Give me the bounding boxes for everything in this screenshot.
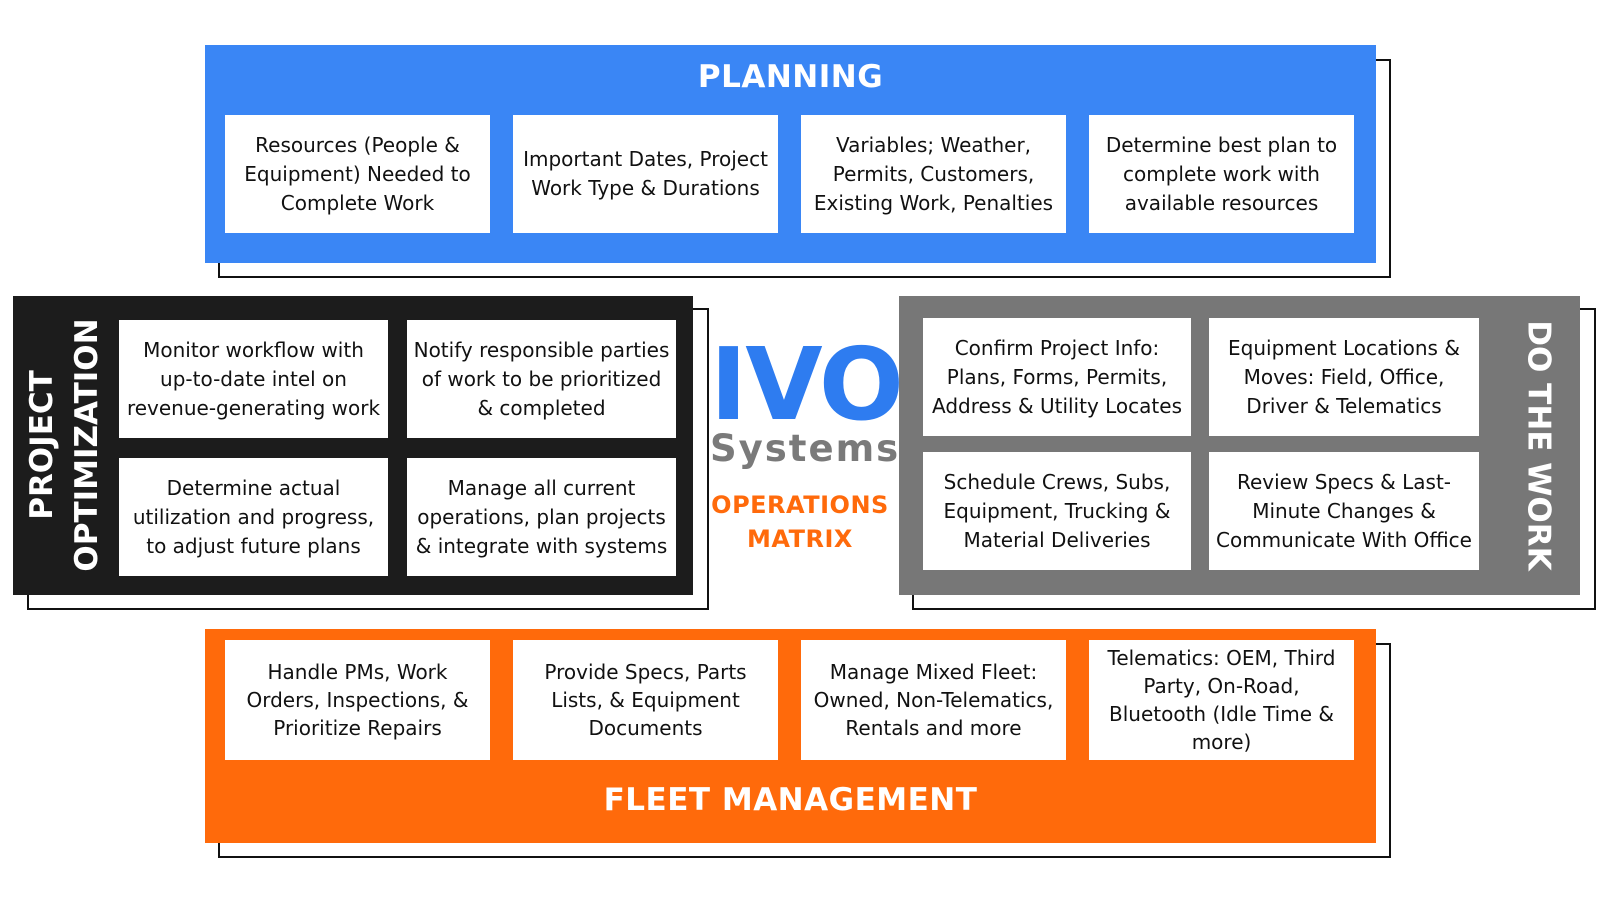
fleet-item-mixed: Manage Mixed Fleet: Owned, Non-Telematic…: [801, 640, 1066, 760]
work-item-schedule: Schedule Crews, Subs, Equipment, Truckin…: [923, 452, 1191, 570]
optimization-title: PROJECT OPTIMIZATION: [20, 295, 110, 595]
caption-line1: OPERATIONS: [711, 491, 889, 519]
logo-brand: IVO: [710, 326, 904, 443]
work-item-confirm: Confirm Project Info: Plans, Forms, Perm…: [923, 318, 1191, 436]
work-item-review: Review Specs & Last-Minute Changes & Com…: [1209, 452, 1479, 570]
do-the-work-panel: Confirm Project Info: Plans, Forms, Perm…: [899, 296, 1580, 595]
optimization-item-utilization: Determine actual utilization and progres…: [119, 458, 388, 576]
optimization-item-monitor: Monitor workflow with up-to-date intel o…: [119, 320, 388, 438]
planning-item-dates: Important Dates, Project Work Type & Dur…: [513, 115, 778, 233]
fleet-title: FLEET MANAGEMENT: [603, 782, 978, 818]
optimization-item-notify: Notify responsible parties of work to be…: [407, 320, 676, 438]
fleet-item-pms: Handle PMs, Work Orders, Inspections, & …: [225, 640, 490, 760]
work-item-equipment: Equipment Locations & Moves: Field, Offi…: [1209, 318, 1479, 436]
optimization-title-line1: PROJECT: [24, 370, 60, 520]
fleet-panel: Handle PMs, Work Orders, Inspections, & …: [205, 629, 1376, 843]
operations-matrix-caption: OPERATIONS MATRIX: [690, 488, 910, 556]
planning-title: PLANNING: [697, 59, 884, 95]
planning-panel: PLANNING Resources (People & Equipment) …: [205, 45, 1376, 263]
caption-line2: MATRIX: [747, 525, 853, 553]
optimization-item-manage: Manage all current operations, plan proj…: [407, 458, 676, 576]
planning-item-best-plan: Determine best plan to complete work wit…: [1089, 115, 1354, 233]
fleet-item-telematics: Telematics: OEM, Third Party, On-Road, B…: [1089, 640, 1354, 760]
logo-subtitle: Systems: [710, 427, 901, 470]
optimization-title-line2: OPTIMIZATION: [69, 318, 105, 572]
optimization-panel: PROJECT OPTIMIZATION Monitor workflow wi…: [13, 296, 693, 595]
planning-item-resources: Resources (People & Equipment) Needed to…: [225, 115, 490, 233]
do-the-work-title: DO THE WORK: [1520, 320, 1557, 571]
planning-item-variables: Variables; Weather, Permits, Customers, …: [801, 115, 1066, 233]
fleet-item-specs: Provide Specs, Parts Lists, & Equipment …: [513, 640, 778, 760]
